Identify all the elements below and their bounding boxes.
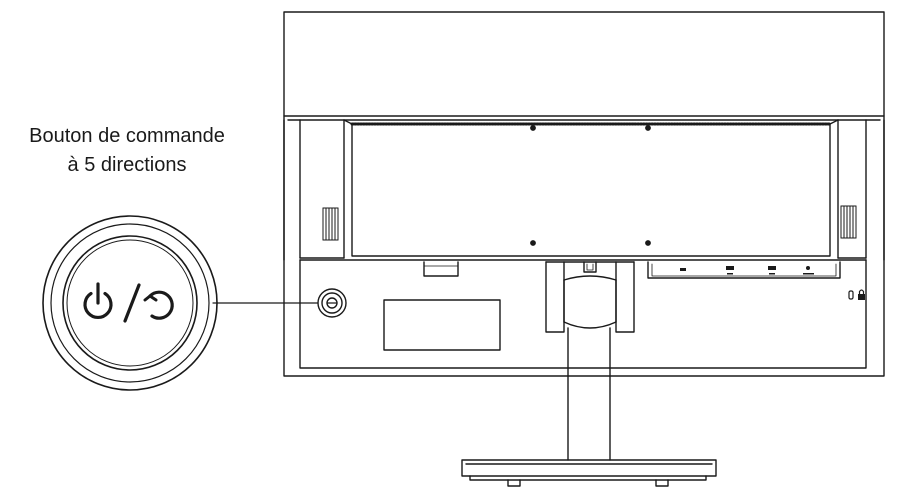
port-icons: [680, 266, 814, 275]
label-plate: [383, 299, 501, 351]
dc-port-icon: [680, 268, 686, 271]
monitor-body: [283, 11, 885, 377]
right-vent-grille: [840, 205, 857, 239]
vesa-back-panel: [351, 123, 831, 257]
vesa-hole-top-right: [645, 125, 651, 131]
control-button-callout-label: Bouton de commande à 5 directions: [0, 122, 254, 180]
audio-port-icon: [806, 266, 810, 270]
right-side-panel: [837, 119, 885, 261]
callout-line-2: à 5 directions: [67, 154, 187, 176]
vesa-hole-top-left: [530, 125, 536, 131]
control-button-small: [317, 288, 347, 318]
callout-line-1: Bouton de commande: [29, 125, 225, 147]
left-vent-grille: [322, 207, 339, 241]
back-arrow-icon: [143, 290, 174, 320]
vesa-hole-bottom-left: [530, 240, 536, 246]
port-strip: [647, 261, 841, 279]
slash-separator: [123, 283, 141, 323]
power-icon: [83, 282, 113, 319]
hdmi-port-icon: [726, 266, 734, 270]
lock-icon: [858, 289, 865, 300]
vga-port-icon: [768, 266, 776, 270]
control-button-magnified: [42, 215, 218, 391]
lower-housing: [299, 259, 867, 369]
left-side-panel: [283, 119, 345, 261]
stand: [461, 261, 717, 487]
vesa-hole-bottom-right: [645, 240, 651, 246]
kensington-slot-icon: [848, 290, 854, 300]
